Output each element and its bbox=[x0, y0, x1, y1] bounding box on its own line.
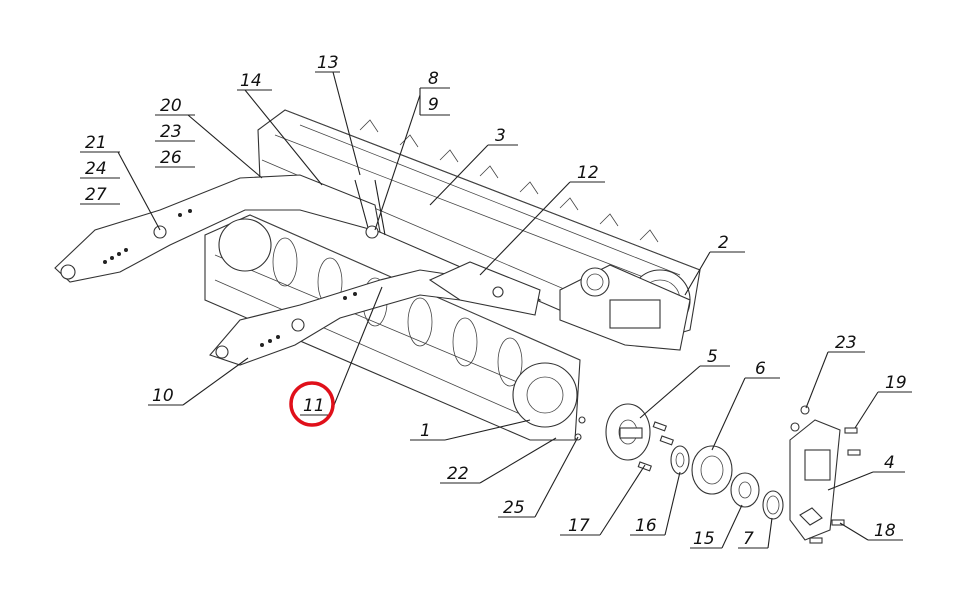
nuts-part-23 bbox=[790, 405, 810, 432]
callout-26: 26 bbox=[160, 148, 182, 168]
callout-5: 5 bbox=[707, 347, 718, 367]
callout-17: 17 bbox=[568, 516, 590, 536]
hub-flange-part-5 bbox=[605, 403, 651, 461]
callout-8: 8 bbox=[428, 69, 439, 89]
center-bracket-plate bbox=[428, 261, 541, 316]
callout-lines bbox=[80, 71, 912, 549]
callout-27: 27 bbox=[85, 185, 107, 205]
callout-14: 14 bbox=[240, 71, 262, 91]
callout-11: 11 bbox=[303, 396, 325, 416]
bolts-part-17 bbox=[637, 421, 674, 472]
callout-10: 10 bbox=[152, 386, 174, 406]
callout-23: 23 bbox=[160, 122, 182, 142]
callout-24: 24 bbox=[85, 159, 107, 179]
retaining-ring-part-7 bbox=[762, 490, 784, 520]
highlight-circle bbox=[289, 381, 335, 427]
callout-16: 16 bbox=[635, 516, 657, 536]
callout-7: 7 bbox=[743, 529, 754, 549]
callout-12: 12 bbox=[577, 163, 599, 183]
callout-4: 4 bbox=[884, 453, 895, 473]
callout-13: 13 bbox=[317, 53, 339, 73]
callout-18: 18 bbox=[874, 521, 896, 541]
upper-lever-arm bbox=[54, 174, 381, 283]
callout-3: 3 bbox=[495, 126, 506, 146]
seal-ring-part-16 bbox=[670, 445, 690, 475]
callout-23-right: 23 bbox=[835, 333, 857, 353]
callout-15: 15 bbox=[693, 529, 715, 549]
callout-21: 21 bbox=[85, 133, 107, 153]
bearing-part-15 bbox=[730, 472, 760, 508]
bolts-part-19 bbox=[844, 427, 861, 456]
callout-9: 9 bbox=[428, 95, 439, 115]
bolts-part-18 bbox=[809, 519, 845, 544]
callout-22: 22 bbox=[447, 464, 469, 484]
front-roller-drum bbox=[204, 214, 581, 441]
callout-2: 2 bbox=[718, 233, 729, 253]
callout-6: 6 bbox=[755, 359, 766, 379]
callout-20: 20 bbox=[160, 96, 182, 116]
callout-25: 25 bbox=[503, 498, 525, 518]
drive-mount-bracket bbox=[559, 264, 691, 351]
callout-labels: 14 13 8 9 20 23 26 21 24 27 3 12 2 10 11… bbox=[85, 53, 907, 549]
bearing-housing-part-6 bbox=[691, 445, 733, 495]
callout-1: 1 bbox=[420, 421, 431, 441]
callout-19: 19 bbox=[885, 373, 907, 393]
cover-plate-part-4 bbox=[789, 419, 841, 541]
